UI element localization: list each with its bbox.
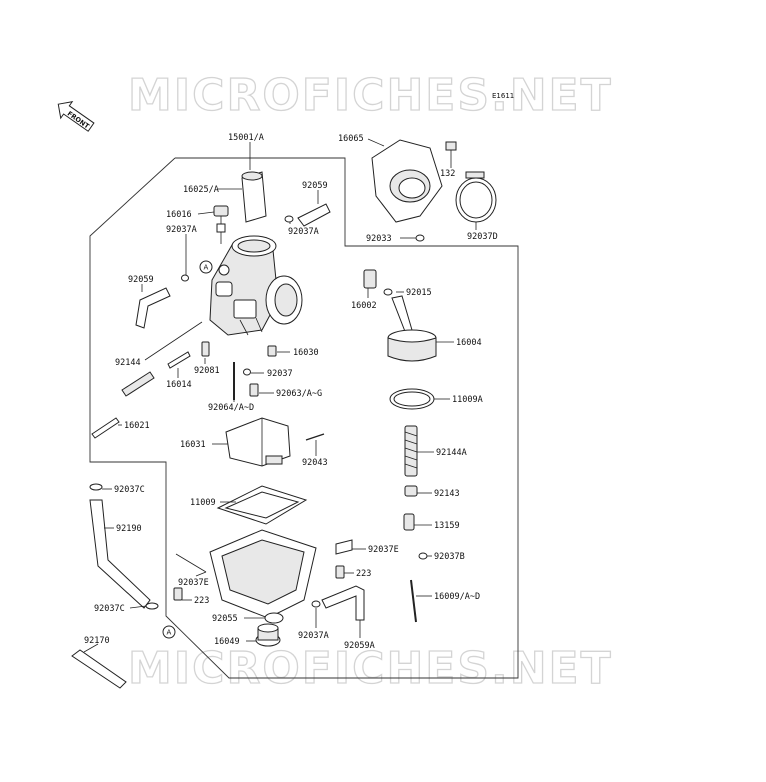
part-label: 92059A (344, 641, 375, 651)
screw-16021 (91, 417, 120, 439)
part-label: 16014 (166, 380, 192, 390)
part-label: 92081 (194, 366, 220, 376)
vent-hose-upper (297, 203, 331, 227)
o-ring-11009a-inner (393, 391, 431, 407)
clip-92037 (243, 368, 251, 376)
front-arrow-icon: FRONT (57, 101, 95, 132)
part-label: 92190 (116, 524, 142, 534)
spring-92144 (121, 371, 155, 397)
watermark-bottom: MICROFICHES.NET (128, 643, 613, 694)
part-label: 16031 (180, 440, 206, 450)
part-label: 92033 (366, 234, 392, 244)
screw-92081 (201, 341, 210, 357)
part-label: 92059 (128, 275, 154, 285)
part-label: 92143 (434, 489, 460, 499)
needle-holder (213, 205, 229, 244)
svg-text:A: A (204, 264, 209, 272)
plunger-16030 (267, 345, 277, 357)
part-label: 92059 (302, 181, 328, 191)
screw-223-right (335, 565, 345, 579)
clip-92033 (415, 234, 425, 242)
part-label: 92037A (288, 227, 319, 237)
part-label: 16065 (338, 134, 364, 144)
part-label: 132 (440, 169, 455, 179)
jet-needle (410, 579, 417, 623)
bracket-92170 (71, 649, 127, 689)
clip-92037b (418, 552, 428, 560)
part-label: 16016 (166, 210, 192, 220)
carburetor-body (209, 235, 303, 336)
pin-92043 (305, 433, 325, 441)
clip-92037a-left (181, 274, 189, 282)
part-label: 16021 (124, 421, 150, 431)
figure-code: E1611 (492, 92, 514, 100)
part-label: 13159 (434, 521, 460, 531)
part-label: 92037A (166, 225, 197, 235)
part-label: 16049 (214, 637, 240, 647)
washer-92015 (383, 288, 393, 296)
part-label: 92037E (368, 545, 399, 555)
part-label: 16002 (351, 301, 377, 311)
part-label: 223 (194, 596, 209, 606)
part-label: 92037A (298, 631, 329, 641)
part-label: 11009 (190, 498, 216, 508)
carburetor-holder (371, 139, 443, 223)
leader-lines (83, 138, 477, 653)
hose-clamp (455, 171, 497, 223)
screw-16014 (167, 351, 191, 369)
watermark-top: MICROFICHES.NET (128, 70, 613, 121)
part-label: 16009/A~D (434, 592, 480, 602)
float-bowl (209, 529, 317, 619)
jet-13159 (403, 513, 415, 531)
clip-92037e-right (335, 539, 353, 555)
float-16031 (225, 417, 291, 467)
part-label: 223 (356, 569, 371, 579)
clip-92037a-lower (311, 600, 321, 608)
clip-92037a-upper (284, 215, 294, 223)
o-ring-92055 (264, 612, 284, 624)
assembly-frame (89, 157, 519, 679)
part-label: 15001/A (228, 133, 264, 143)
part-label: 92043 (302, 458, 328, 468)
part-label: 92037D (467, 232, 498, 242)
part-label: 16004 (456, 338, 482, 348)
part-label: 92170 (84, 636, 110, 646)
jet-92143 (404, 485, 418, 497)
callout-a-upper: A (199, 260, 213, 274)
spring-92144a (404, 425, 418, 477)
svg-text:A: A (167, 629, 172, 637)
part-label: 92037B (434, 552, 465, 562)
jet-92063 (249, 383, 259, 397)
part-label: 92064/A~D (208, 403, 254, 413)
gasket-11009 (216, 485, 308, 525)
screw-223-left (173, 587, 183, 601)
part-label: 92037C (114, 485, 145, 495)
part-label: 92015 (406, 288, 432, 298)
part-label: 92063/A~G (276, 389, 322, 399)
part-label: 92037C (94, 604, 125, 614)
spring-16002 (363, 269, 377, 289)
part-label: 16030 (293, 348, 319, 358)
part-label: 16025/A (183, 185, 219, 195)
part-labels: 15001/A 16065 132 16025/A 92059 16016 92… (84, 133, 498, 651)
plug-16049 (255, 623, 281, 647)
part-label: 11009A (452, 395, 483, 405)
bolt-132 (445, 141, 457, 166)
part-label: 92144 (115, 358, 141, 368)
vent-hose-left (135, 287, 171, 329)
hose-92059a (321, 585, 365, 621)
callout-a-lower: A (162, 625, 176, 639)
tube-92037e-left (175, 553, 207, 573)
part-label: 92144A (436, 448, 467, 458)
part-label: 92055 (212, 614, 238, 624)
carburetor-cap (387, 295, 437, 362)
throttle-valve (241, 171, 267, 223)
part-label: 92037 (267, 369, 293, 379)
drain-hose (89, 483, 159, 610)
part-label: 92037E (178, 578, 209, 588)
